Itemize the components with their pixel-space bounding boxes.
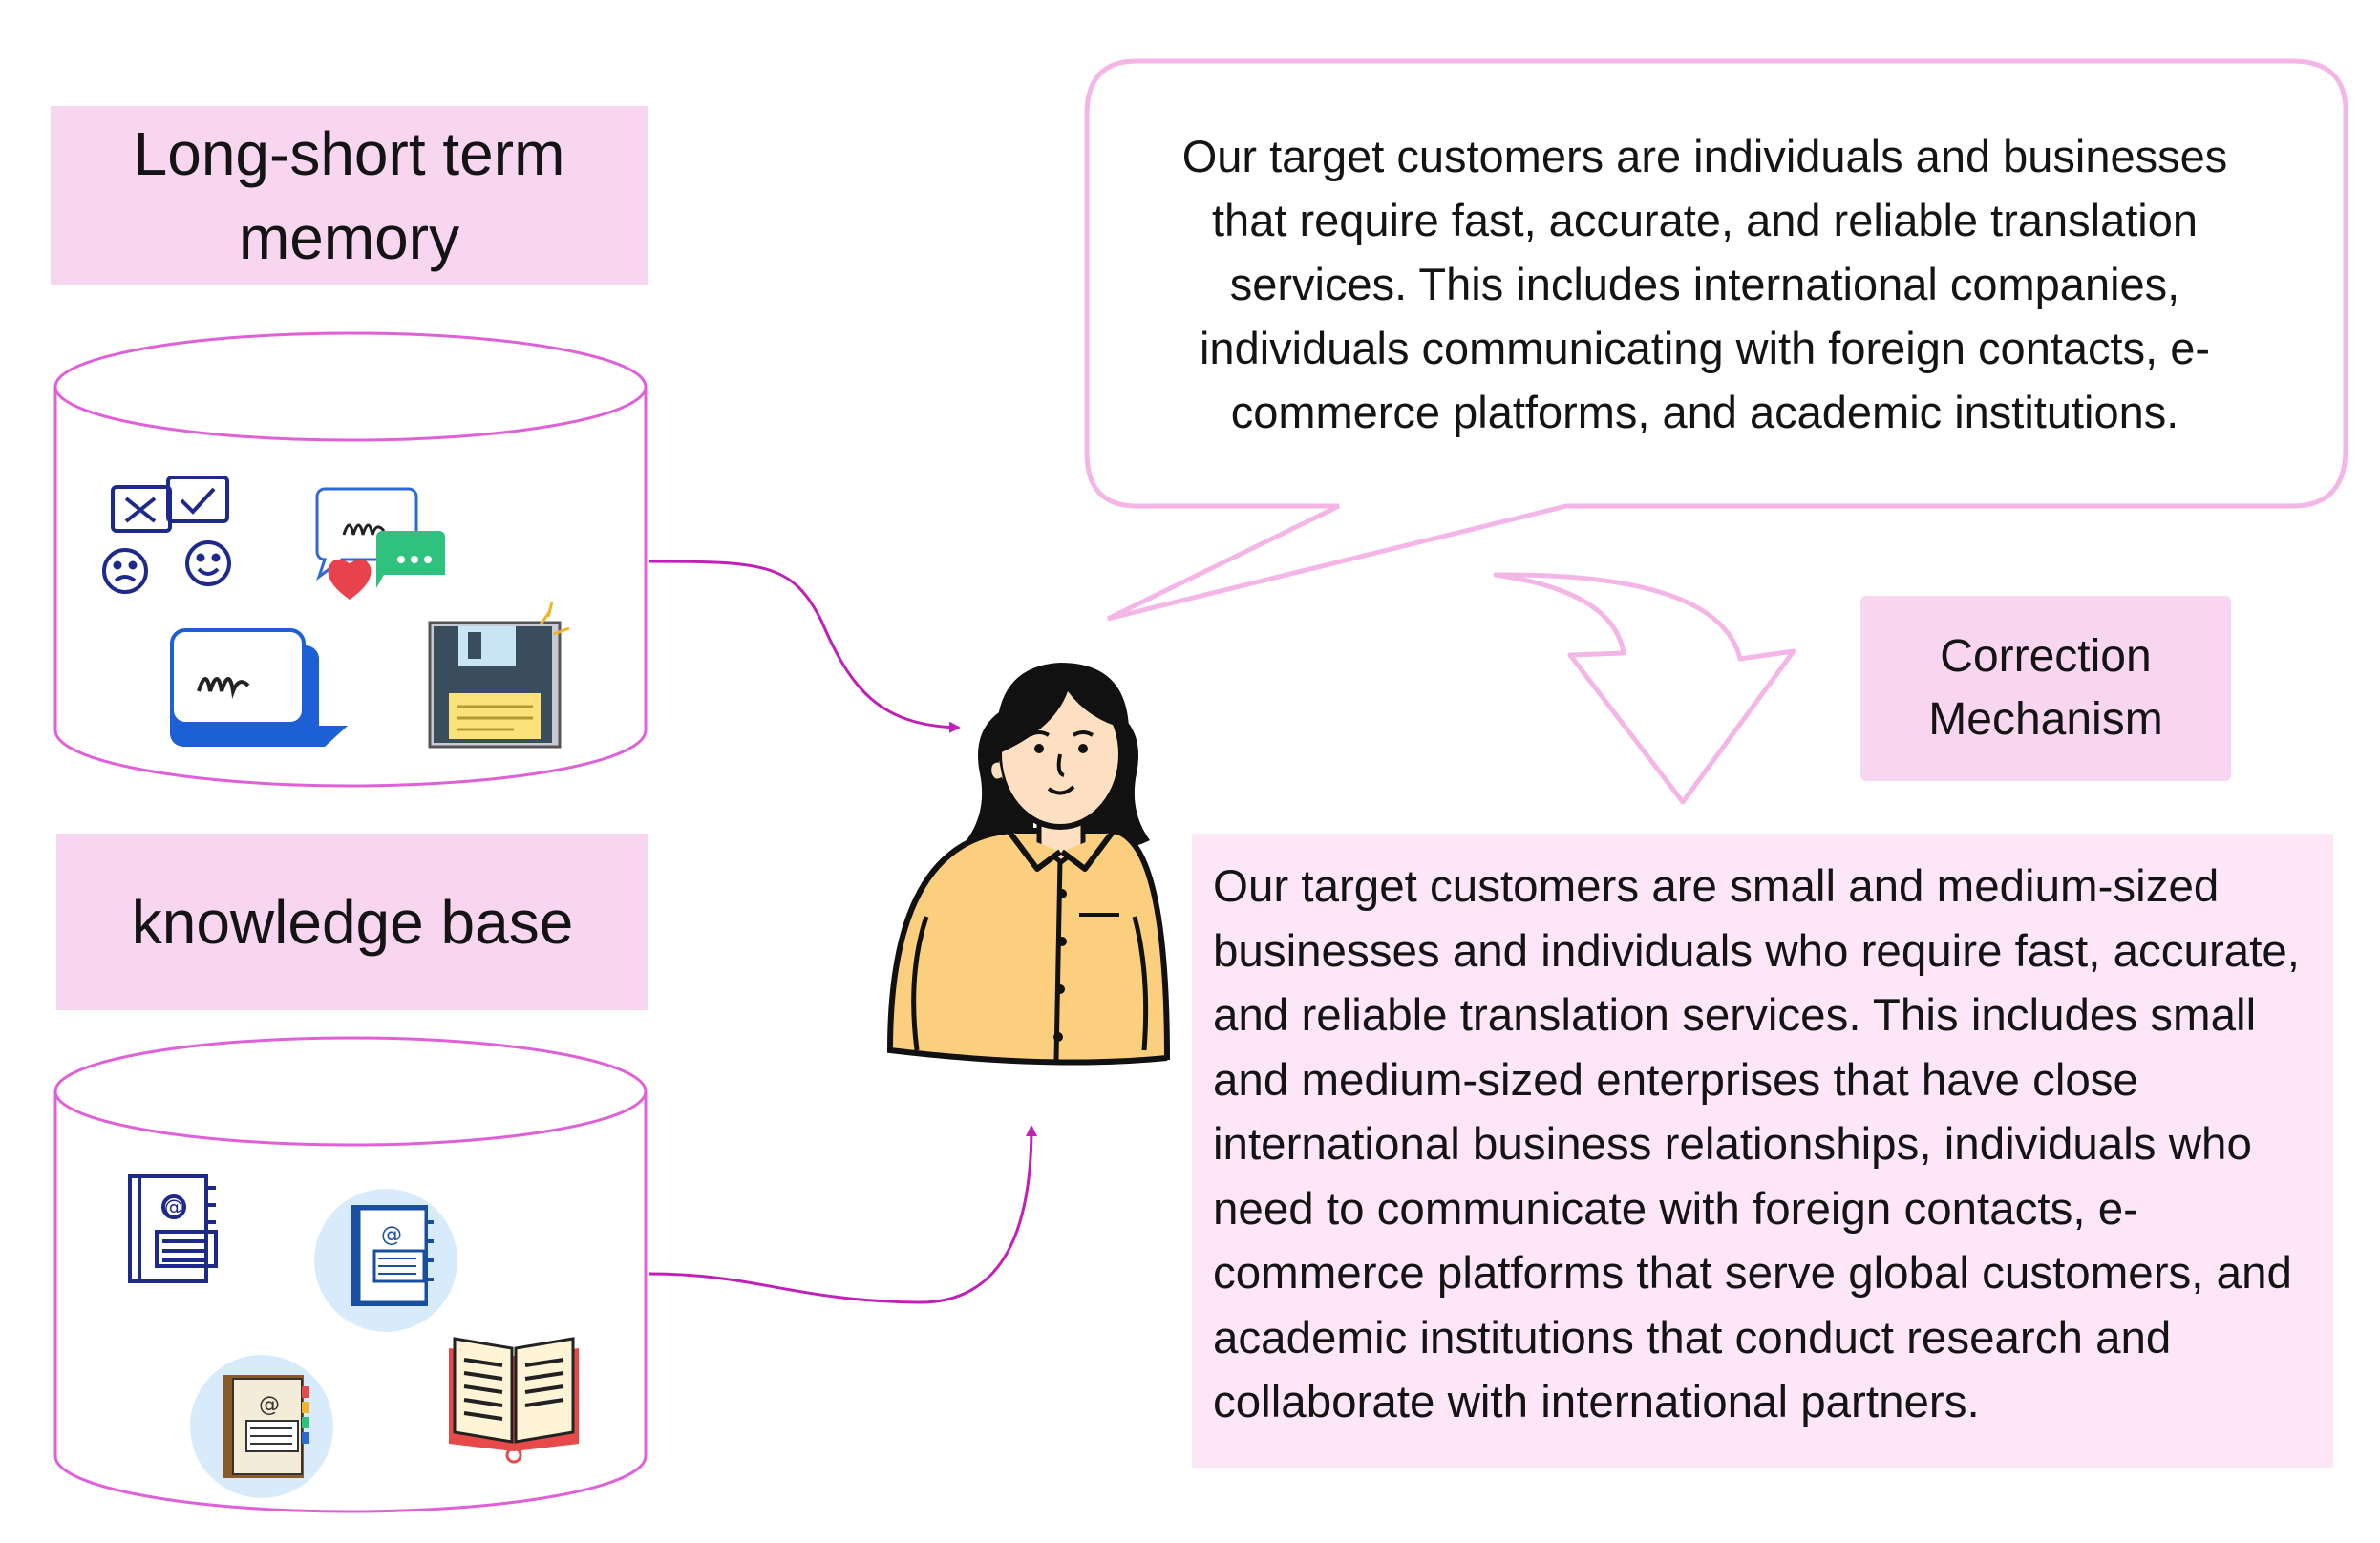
feedback-faces-icon [102,476,231,594]
correction-arrow [1493,572,1796,805]
svg-text:@: @ [381,1223,402,1247]
memory-to-person-arrow [648,560,961,733]
knowledge-title: knowledge base [131,887,574,957]
svg-text:@: @ [164,1195,183,1218]
memory-title: Long-short term memory [133,119,565,272]
open-book-icon [449,1337,579,1464]
person-illustration [886,663,1170,1066]
knowledge-to-person-arrow [648,1125,1037,1304]
contact-book-colored-icon: @ [190,1355,333,1498]
corrected-answer-box: Our target customers are small and mediu… [1192,834,2333,1468]
correction-title: Correction Mechanism [1928,631,2163,745]
address-book-icon: @ [128,1174,218,1283]
speech-bubble [1084,58,2348,622]
signature-chat-icon [170,628,348,747]
svg-text:@: @ [259,1393,280,1417]
memory-label: Long-short term memory [51,106,648,285]
chat-heart-icon [315,487,445,600]
knowledge-label: knowledge base [56,834,648,1010]
corrected-answer-text: Our target customers are small and mediu… [1213,861,2301,1427]
contact-book-circle-icon: @ [314,1189,457,1332]
floppy-disk-icon [428,601,570,749]
speech-bubble-text: Our target customers are individuals and… [1181,131,2228,437]
correction-label: Correction Mechanism [1860,596,2231,781]
